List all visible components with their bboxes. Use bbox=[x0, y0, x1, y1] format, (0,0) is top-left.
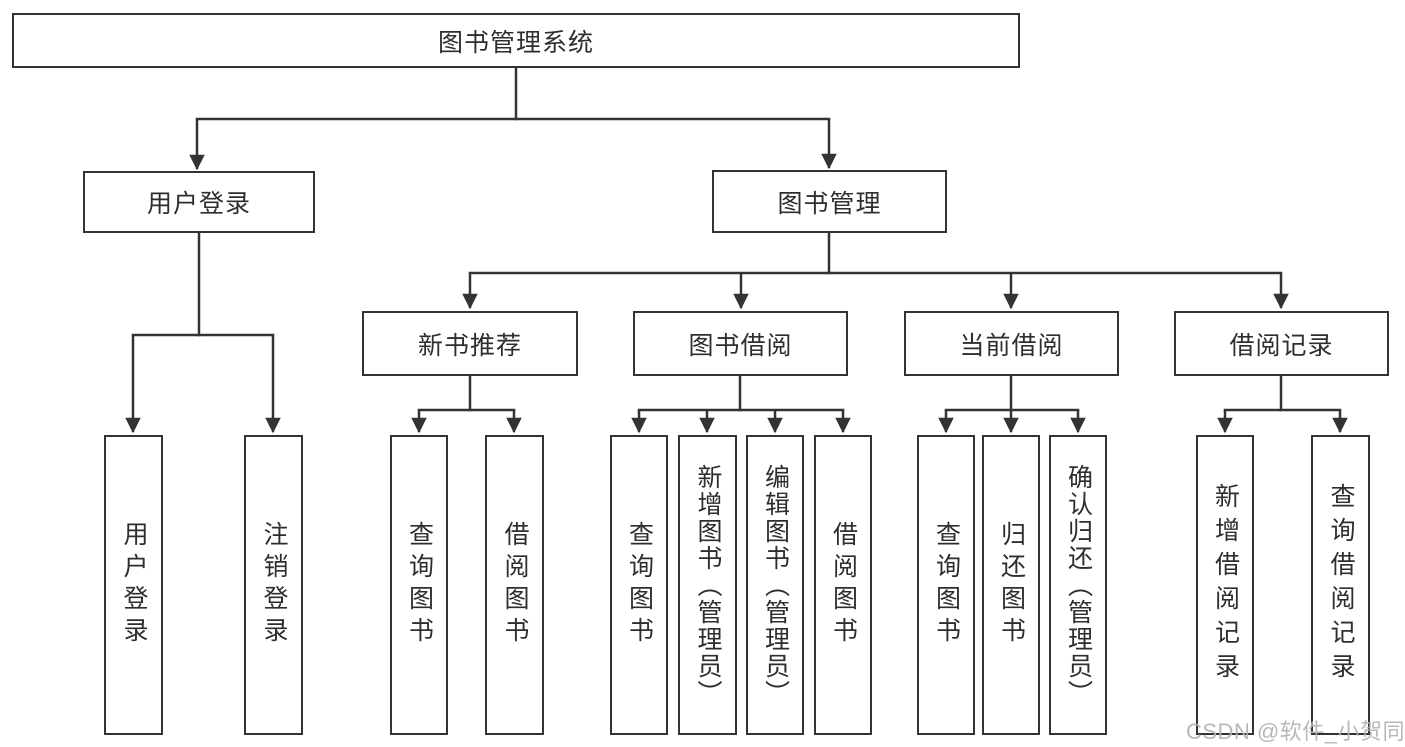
node-new-book-recommend-label: 新书推荐 bbox=[417, 331, 522, 360]
leaf-borrow-book-borrow: 借阅图书 bbox=[814, 435, 872, 735]
leaf-return-book: 归还图书 bbox=[982, 435, 1040, 735]
node-current-borrow-label: 当前借阅 bbox=[959, 331, 1064, 360]
leaf-borrow-book-recommend-label: 借阅图书 bbox=[501, 521, 529, 649]
leaf-edit-book-admin: 编辑图书（管理员） bbox=[746, 435, 804, 735]
node-book-management-label: 图书管理 bbox=[777, 189, 882, 218]
leaf-query-borrow-record-label: 查询借阅记录 bbox=[1327, 483, 1355, 687]
leaf-user-login: 用户登录 bbox=[104, 435, 163, 735]
leaf-confirm-return-admin: 确认归还（管理员） bbox=[1049, 435, 1107, 735]
leaf-query-book-current: 查询图书 bbox=[917, 435, 975, 735]
leaf-borrow-book-borrow-label: 借阅图书 bbox=[829, 521, 858, 649]
node-root-label: 图书管理系统 bbox=[437, 28, 594, 57]
leaf-borrow-book-recommend: 借阅图书 bbox=[485, 435, 544, 735]
node-root: 图书管理系统 bbox=[12, 13, 1020, 68]
node-borrow-records: 借阅记录 bbox=[1174, 311, 1389, 376]
leaf-return-book-label: 归还图书 bbox=[997, 521, 1026, 649]
node-current-borrow: 当前借阅 bbox=[904, 311, 1119, 376]
leaf-add-borrow-record: 新增借阅记录 bbox=[1196, 435, 1254, 735]
leaf-logout-login: 注销登录 bbox=[244, 435, 303, 735]
node-book-borrow: 图书借阅 bbox=[633, 311, 848, 376]
leaf-logout-login-label: 注销登录 bbox=[260, 521, 288, 649]
leaf-query-book-borrow: 查询图书 bbox=[610, 435, 668, 735]
node-user-login-label: 用户登录 bbox=[146, 190, 251, 218]
node-book-borrow-label: 图书借阅 bbox=[688, 331, 793, 360]
node-new-book-recommend: 新书推荐 bbox=[362, 311, 578, 376]
leaf-query-book-borrow-label: 查询图书 bbox=[625, 521, 654, 649]
leaf-add-borrow-record-label: 新增借阅记录 bbox=[1211, 483, 1240, 687]
leaf-user-login-label: 用户登录 bbox=[120, 521, 148, 649]
leaf-add-book-admin: 新增图书（管理员） bbox=[678, 435, 737, 735]
leaf-query-borrow-record: 查询借阅记录 bbox=[1311, 435, 1370, 735]
leaf-query-book-current-label: 查询图书 bbox=[932, 521, 961, 649]
leaf-add-book-admin-label: 新增图书（管理员） bbox=[694, 463, 722, 707]
node-borrow-records-label: 借阅记录 bbox=[1229, 331, 1334, 360]
leaf-query-book-recommend: 查询图书 bbox=[390, 435, 448, 735]
leaf-confirm-return-admin-label: 确认归还（管理员） bbox=[1064, 463, 1093, 707]
node-user-login: 用户登录 bbox=[83, 171, 315, 233]
leaf-edit-book-admin-label: 编辑图书（管理员） bbox=[761, 463, 790, 707]
watermark: CSDN @软件_小贺同学 bbox=[1186, 719, 1405, 744]
node-book-management: 图书管理 bbox=[712, 170, 947, 233]
leaf-query-book-recommend-label: 查询图书 bbox=[405, 521, 434, 649]
